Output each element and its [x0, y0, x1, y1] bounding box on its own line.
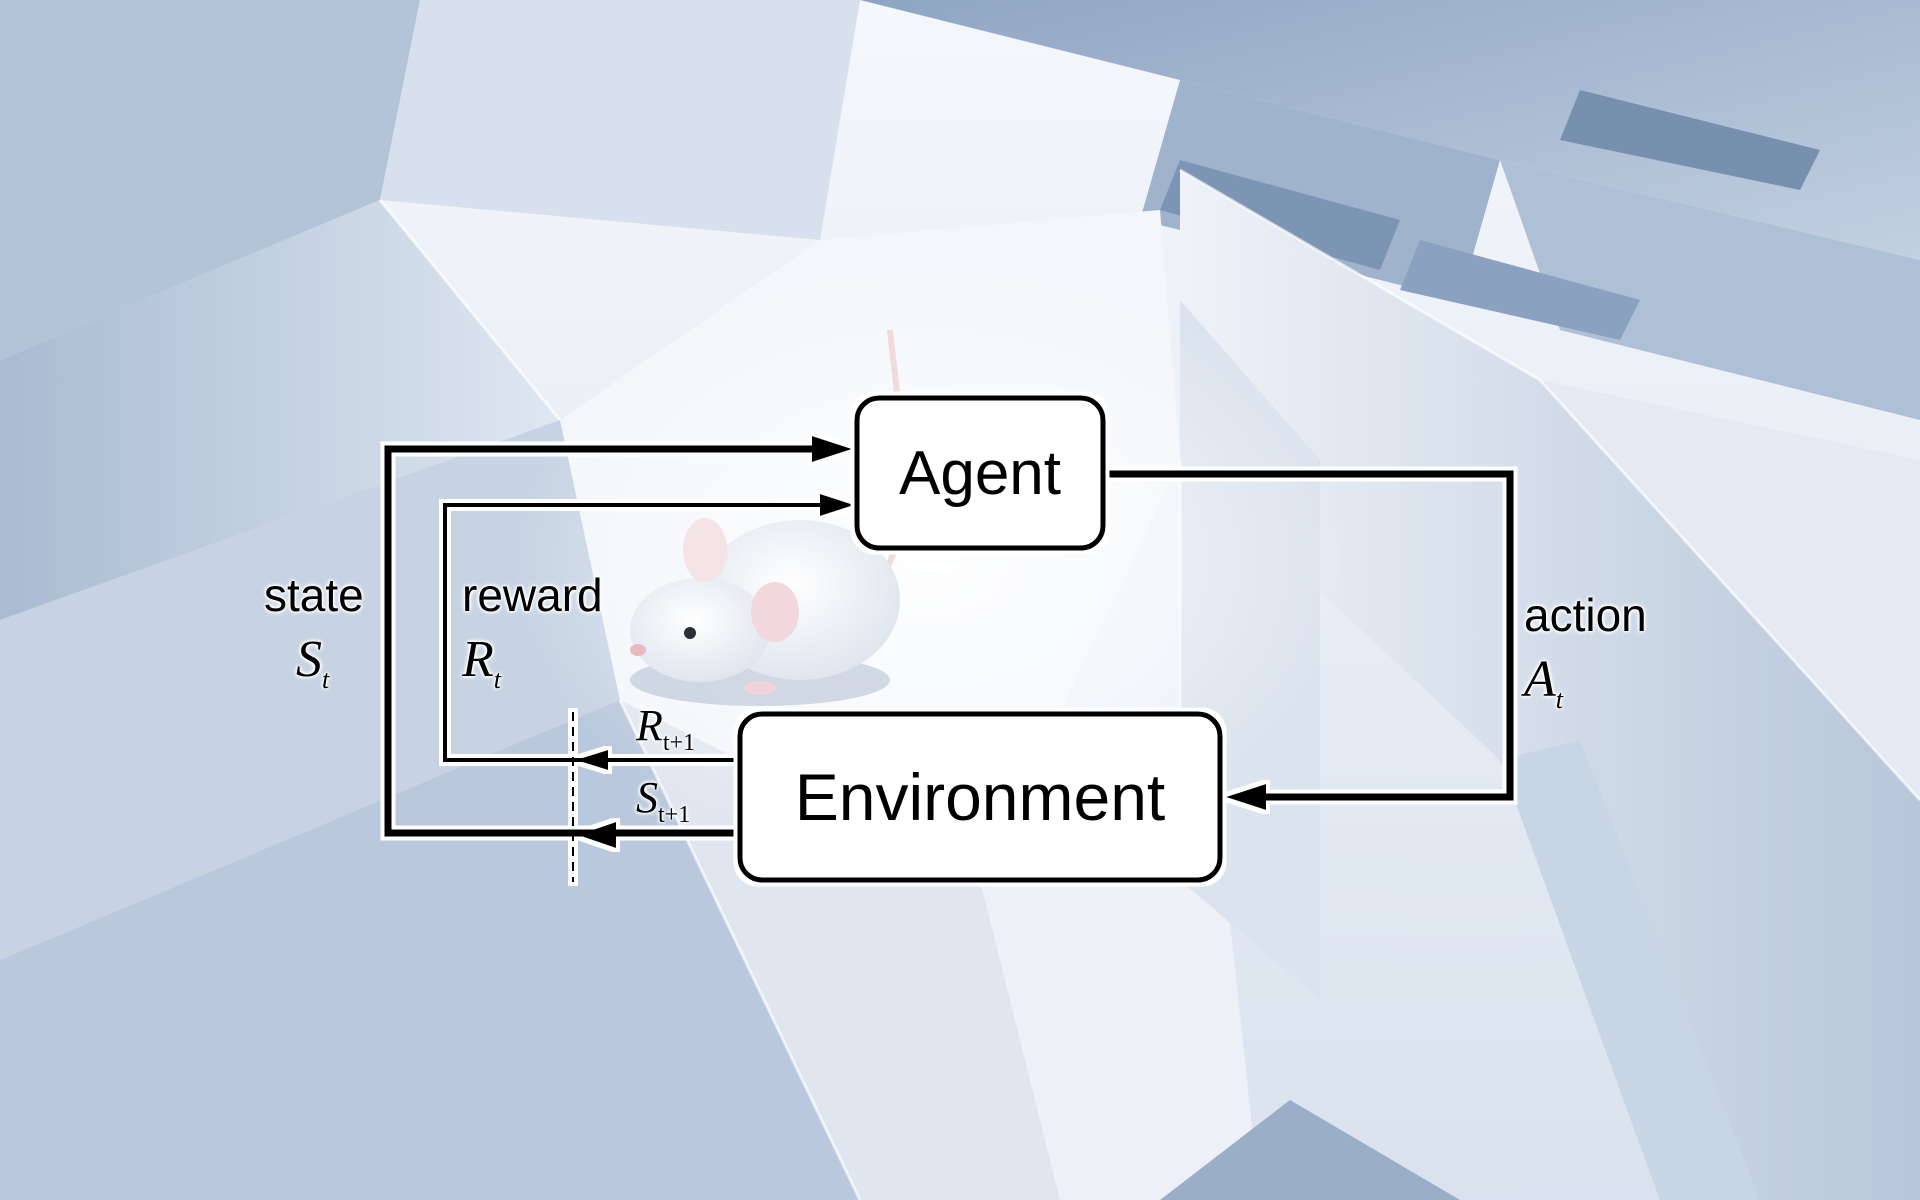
- connector-arrows: [384, 436, 1514, 882]
- reward-label: reward: [462, 569, 603, 621]
- action-symbol: At: [1524, 650, 1563, 715]
- action-symbol-letter: A: [1524, 651, 1556, 708]
- action-symbol-subscript: t: [1555, 685, 1563, 714]
- agent-label: Agent: [898, 438, 1062, 508]
- action-label: action: [1524, 589, 1647, 641]
- next-state-symbol: St+1: [636, 772, 690, 829]
- next-reward-letter: R: [636, 701, 663, 750]
- mouse-image: [630, 329, 907, 706]
- reward-symbol-letter: R: [462, 631, 494, 688]
- state-symbol: St: [296, 630, 329, 695]
- environment-label: Environment: [794, 760, 1166, 834]
- state-symbol-subscript: t: [322, 665, 330, 694]
- next-reward-symbol: Rt+1: [636, 700, 695, 757]
- state-label: state: [264, 569, 364, 621]
- agent-box: [854, 395, 1106, 551]
- reward-symbol: Rt: [462, 630, 501, 695]
- next-state-letter: S: [636, 773, 658, 822]
- next-reward-subscript: t+1: [662, 730, 696, 756]
- environment-box: [737, 711, 1223, 883]
- next-state-subscript: t+1: [658, 802, 691, 828]
- reward-symbol-subscript: t: [493, 665, 501, 694]
- state-symbol-letter: S: [296, 631, 322, 688]
